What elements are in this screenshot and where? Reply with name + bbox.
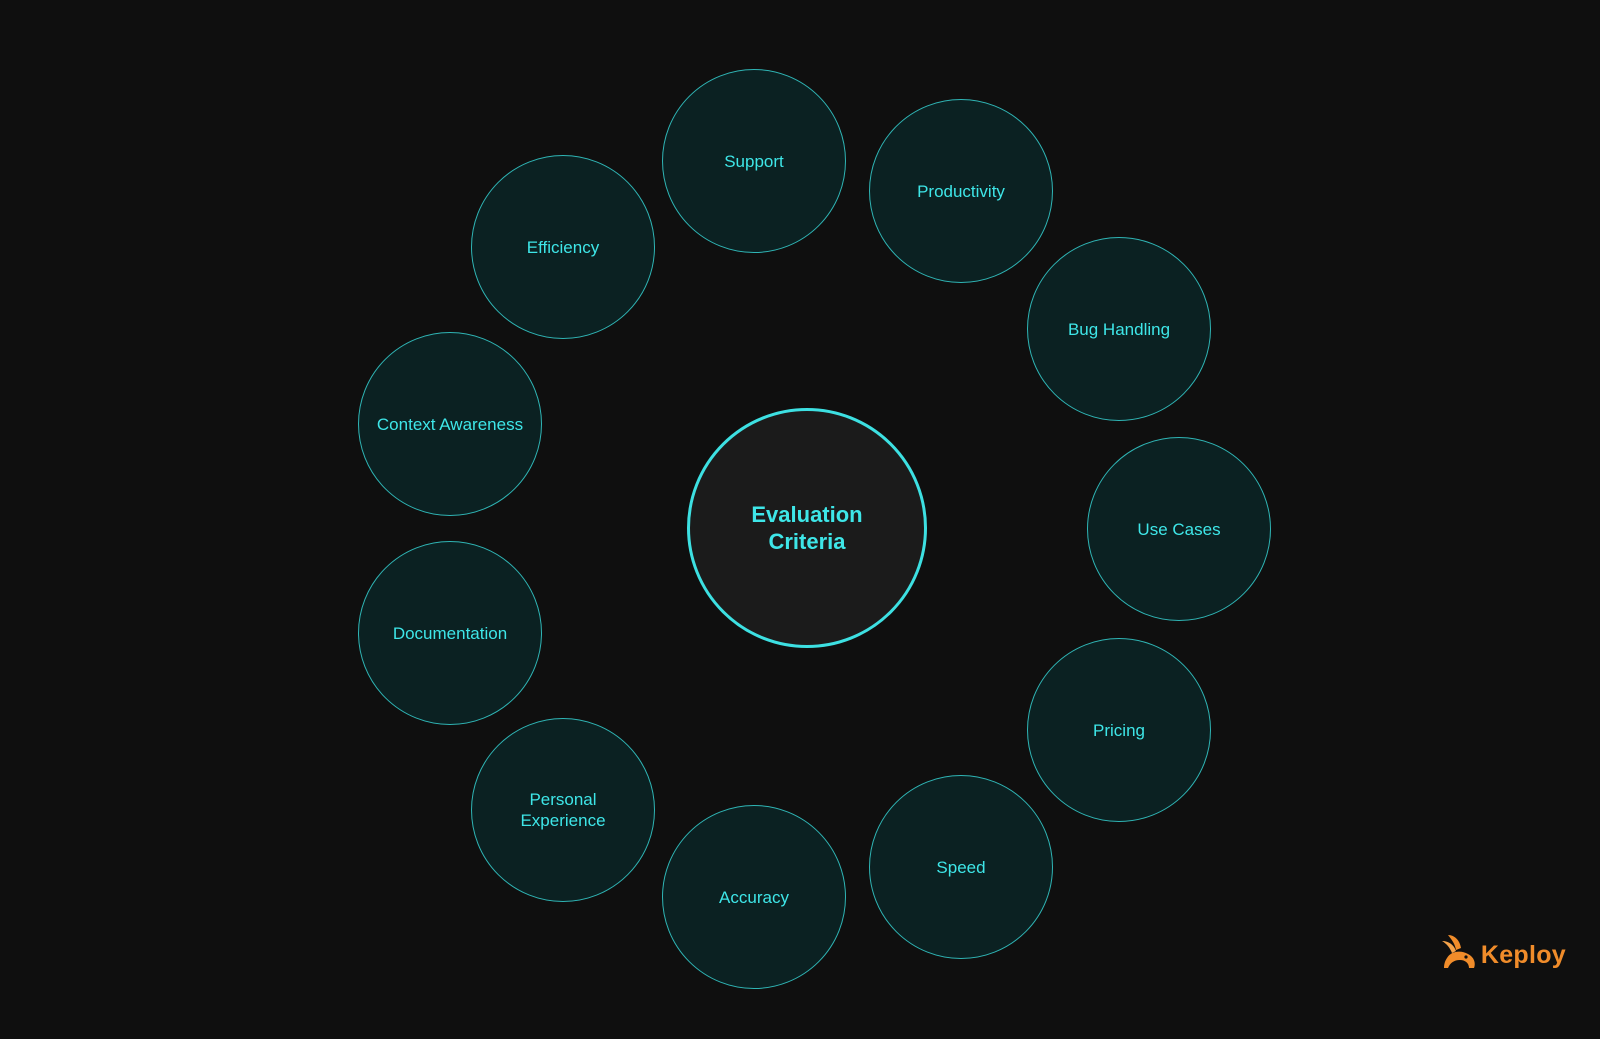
node-label: Bug Handling	[1067, 319, 1171, 339]
node-context-awareness: Context Awareness	[358, 332, 542, 516]
node-label: Personal Experience	[520, 790, 606, 830]
center-node: Evaluation Criteria	[687, 408, 927, 648]
node-productivity: Productivity	[869, 99, 1053, 283]
node-support: Support	[662, 69, 846, 253]
brand-name: Keploy	[1480, 941, 1566, 969]
center-label: Evaluation Criteria	[751, 502, 863, 554]
node-label: Productivity	[917, 181, 1005, 201]
keploy-rabbit-icon	[1439, 932, 1479, 979]
node-label: Documentation	[392, 623, 508, 643]
node-label: Support	[724, 151, 784, 171]
node-documentation: Documentation	[358, 541, 542, 725]
node-label: Context Awareness	[376, 414, 524, 434]
node-speed: Speed	[869, 775, 1053, 959]
node-label: Accuracy	[719, 887, 789, 907]
node-use-cases: Use Cases	[1087, 437, 1271, 621]
node-label: Efficiency	[526, 237, 600, 257]
node-label: Speed	[936, 857, 986, 877]
keploy-logo: Keploy	[1439, 932, 1566, 979]
node-efficiency: Efficiency	[471, 155, 655, 339]
node-personal-experience: Personal Experience	[471, 718, 655, 902]
node-accuracy: Accuracy	[662, 805, 846, 989]
node-label: Use Cases	[1137, 519, 1221, 539]
node-pricing: Pricing	[1027, 638, 1211, 822]
node-bug-handling: Bug Handling	[1027, 237, 1211, 421]
node-label: Pricing	[1093, 720, 1145, 740]
